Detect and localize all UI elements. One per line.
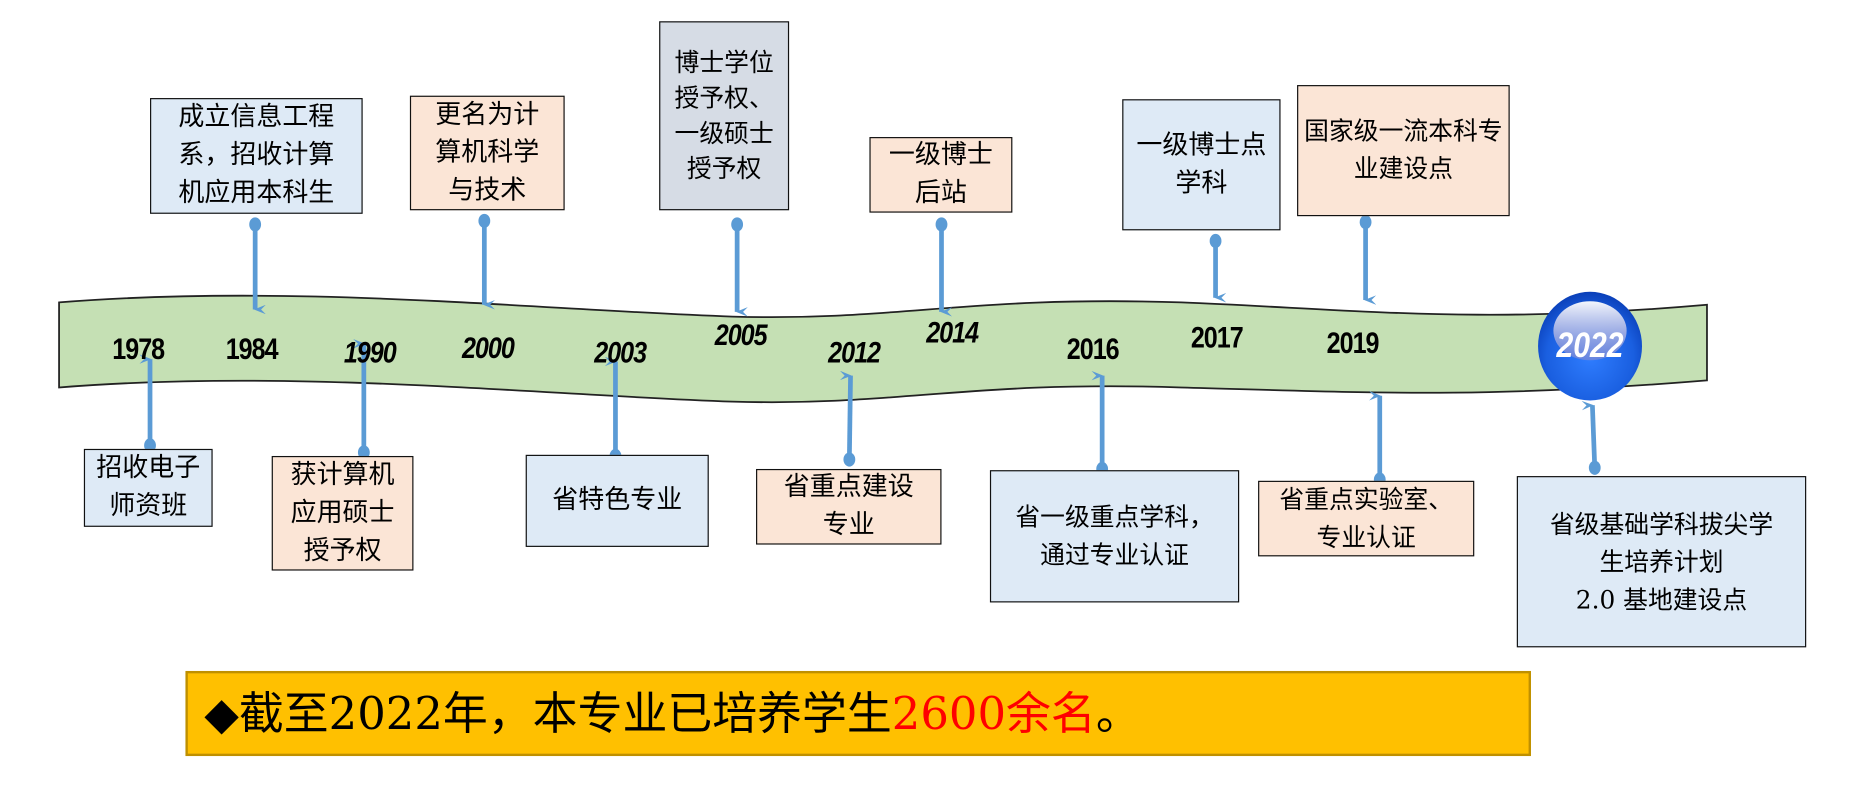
- event-box-2005: 博士学位 授予权、 一级硕士 授予权: [659, 21, 790, 211]
- year-1990: 1990: [343, 336, 397, 370]
- connector-2016: [1091, 370, 1109, 477]
- year-1984: 1984: [225, 333, 279, 367]
- summary-prefix: ◆截至2022年，本专业已培养学生: [204, 687, 892, 740]
- summary-suffix: 。: [1095, 687, 1141, 740]
- event-box-1984: 成立信息工程 系，招收计算 机应用本科生: [150, 98, 363, 214]
- year-2000: 2000: [461, 331, 515, 366]
- summary-highlight: 2600余名: [891, 687, 1096, 740]
- event-box-2019-top: 国家级一流本科专 业建设点: [1297, 85, 1510, 217]
- connector-2012: [839, 370, 856, 467]
- event-box-2017: 一级博士点 学科: [1122, 99, 1281, 231]
- year-2003: 2003: [594, 336, 647, 370]
- summary-banner: ◆截至2022年，本专业已培养学生2600余名。: [185, 670, 1531, 757]
- year-1978: 1978: [112, 333, 165, 367]
- event-box-2000: 更名为计 算机科学 与技术: [409, 95, 565, 211]
- year-2005: 2005: [714, 318, 768, 353]
- year-2016: 2016: [1066, 333, 1120, 367]
- event-box-1990: 获计算机 应用硕士 授予权: [271, 455, 414, 571]
- connector-1984: [249, 217, 266, 315]
- timeline-band: [58, 294, 1708, 404]
- year-2014: 2014: [926, 316, 979, 350]
- event-box-2016: 省一级重点学科， 通过专业认证: [989, 470, 1240, 603]
- year-2019: 2019: [1326, 327, 1380, 361]
- event-box-2003: 省特色专业: [525, 454, 709, 547]
- year-2022: 2022: [1556, 326, 1624, 366]
- connector-2019-bottom: [1369, 391, 1386, 487]
- event-box-2022: 省级基础学科拔尖学 生培养计划 2.0 基地建设点: [1516, 476, 1807, 648]
- event-box-2014: 一级博士 后站: [869, 137, 1013, 213]
- event-box-2019-bottom: 省重点实验室、 专业认证: [1258, 480, 1475, 557]
- year-2022-ball: [1538, 291, 1643, 401]
- connector-2014: [935, 217, 953, 317]
- year-2012: 2012: [828, 336, 881, 370]
- connector-2005: [731, 217, 748, 317]
- connector-2017: [1209, 233, 1227, 303]
- year-2017: 2017: [1190, 321, 1244, 355]
- event-box-2012: 省重点建设 专业: [756, 468, 942, 545]
- connector-2022: [1581, 400, 1601, 475]
- connector-2019-top: [1359, 214, 1377, 305]
- connector-2000: [478, 213, 495, 310]
- event-box-1978: 招收电子 师资班: [83, 448, 213, 527]
